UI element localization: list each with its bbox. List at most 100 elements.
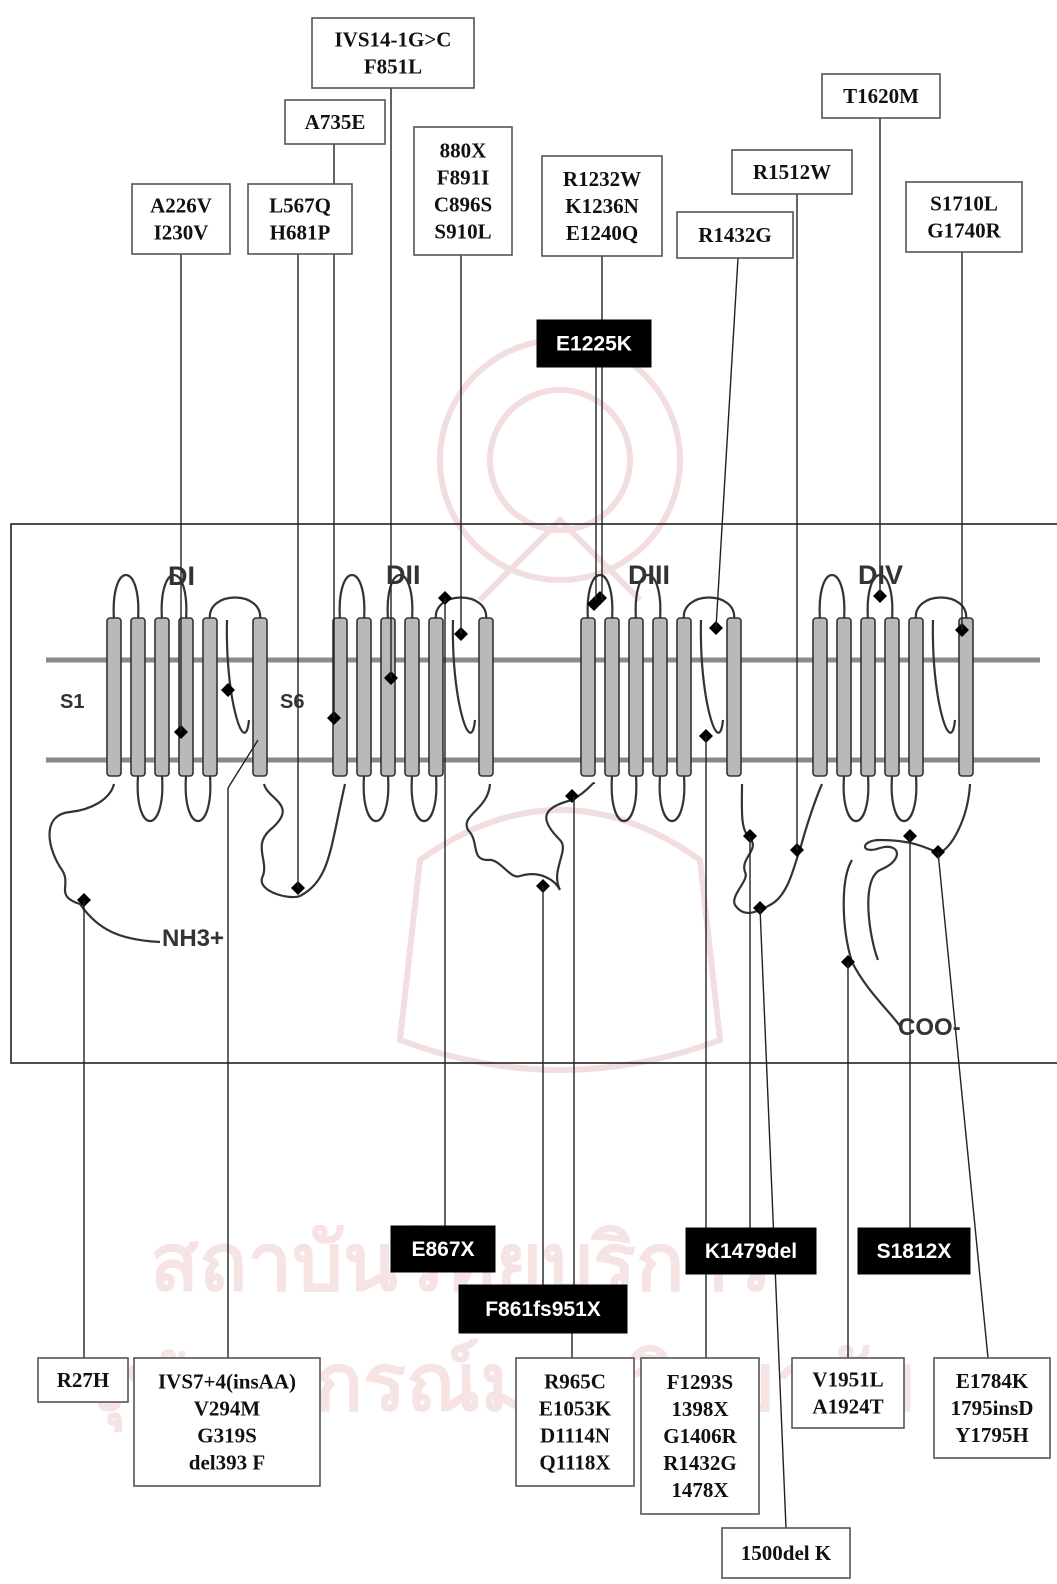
linker-diii-div — [734, 784, 822, 913]
mutation-label-t1620m: T1620M — [822, 74, 940, 118]
helix-loop — [820, 575, 845, 620]
mutation-label-s1812x: S1812X — [858, 1228, 970, 1274]
helix-loop — [340, 575, 365, 620]
segment-label-s1: S1 — [60, 691, 84, 713]
mutation-text: V294M — [194, 1397, 261, 1421]
mutation-text: 1398X — [671, 1397, 728, 1421]
mutation-text: E1225K — [556, 333, 632, 356]
mutation-text: G319S — [197, 1424, 257, 1448]
mutation-text: E1053K — [539, 1397, 612, 1421]
helix-loop — [364, 776, 389, 821]
mutation-text: E1784K — [956, 1369, 1029, 1393]
transmembrane-segment — [131, 618, 145, 776]
mutation-text: C896S — [434, 193, 492, 217]
mutation-text: F861fs951X — [485, 1298, 601, 1321]
mutation-text: T1620M — [843, 84, 919, 108]
helix-loop — [844, 776, 869, 821]
mutation-label-r1432g: R1432G — [677, 212, 793, 258]
mutation-text: R1232W — [563, 167, 641, 191]
mutation-label-f861fs: F861fs951X — [459, 1285, 627, 1333]
domain-label-di: DI — [168, 561, 195, 591]
p-loop — [933, 620, 955, 733]
mutation-text: 1500del K — [741, 1541, 832, 1565]
mutation-text: A1924T — [812, 1395, 883, 1419]
transmembrane-segment — [333, 618, 347, 776]
mutation-text: L567Q — [269, 194, 331, 218]
mutation-text: F1293S — [667, 1370, 734, 1394]
transmembrane-segment — [885, 618, 899, 776]
transmembrane-segment — [813, 618, 827, 776]
mutation-text: A226V — [150, 194, 212, 218]
transmembrane-segment — [581, 618, 595, 776]
mutation-text: K1479del — [705, 1240, 797, 1263]
transmembrane-segment — [155, 618, 169, 776]
c-terminus-label: COO- — [898, 1014, 961, 1041]
mutation-text: IVS14-1G>C — [335, 28, 452, 52]
mutation-text: 1795insD — [951, 1396, 1034, 1420]
helix-loop — [210, 598, 260, 621]
segment-label-s6: S6 — [280, 691, 304, 713]
mutation-text: G1406R — [663, 1424, 737, 1448]
transmembrane-segment — [107, 618, 121, 776]
transmembrane-segment — [405, 618, 419, 776]
mutation-label-a226v: A226V I230V — [132, 184, 230, 254]
transmembrane-segment — [605, 618, 619, 776]
transmembrane-segment — [479, 618, 493, 776]
helix-loop — [412, 776, 437, 821]
mutation-label-e1784k: E1784K1795insDY1795H — [934, 1358, 1050, 1458]
domain-label-dii: DII — [386, 560, 421, 590]
transmembrane-segment — [677, 618, 691, 776]
linker-di-dii — [262, 784, 345, 897]
mutation-text: R1432G — [698, 223, 772, 247]
transmembrane-segment — [727, 618, 741, 776]
leader-line — [938, 852, 988, 1358]
mutation-label-del1500: 1500del K — [722, 1528, 850, 1578]
mutation-label-a735e: A735E — [285, 100, 385, 144]
mutation-text: V1951L — [812, 1368, 883, 1392]
mutation-label-s1710l: S1710L G1740R — [906, 182, 1022, 252]
helix-loop — [892, 776, 917, 821]
mutation-text: H681P — [270, 221, 331, 245]
p-loop — [701, 620, 723, 733]
transmembrane-segment — [429, 618, 443, 776]
leader-line — [760, 908, 786, 1528]
transmembrane-helices — [107, 618, 973, 776]
helix-loop — [138, 776, 163, 821]
transmembrane-segment — [837, 618, 851, 776]
mutation-text: D1114N — [540, 1424, 610, 1448]
mutation-text: 1478X — [671, 1478, 728, 1502]
mutation-label-v1951l: V1951L A1924T — [792, 1358, 904, 1428]
transmembrane-segment — [629, 618, 643, 776]
mutation-text: S1710L — [930, 192, 998, 216]
helix-loop — [114, 575, 139, 620]
mutation-text: E1240Q — [566, 221, 638, 245]
mutation-text: I230V — [154, 221, 209, 245]
mutation-label-r1512w: R1512W — [732, 150, 852, 194]
mutation-text: S910L — [434, 220, 491, 244]
transmembrane-segment — [861, 618, 875, 776]
mutation-text: A735E — [305, 110, 366, 134]
domain-label-div: DIV — [858, 560, 903, 590]
transmembrane-segment — [203, 618, 217, 776]
transmembrane-segment — [653, 618, 667, 776]
mutation-text: 880X — [440, 139, 487, 163]
mutation-label-x880: 880X F891I C896S S910L — [414, 127, 512, 255]
helix-loop — [612, 776, 637, 821]
mutation-text: F891I — [437, 166, 490, 190]
transmembrane-segment — [357, 618, 371, 776]
n-terminus-label: NH3+ — [162, 925, 224, 952]
mutation-label-e1225k: E1225K — [537, 320, 651, 367]
transmembrane-segment — [959, 618, 973, 776]
transmembrane-segment — [909, 618, 923, 776]
helix-loop — [684, 598, 734, 621]
mutation-label-e867x: E867X — [391, 1226, 495, 1272]
mutation-text: IVS7+4(insAA) — [158, 1370, 296, 1394]
mutation-text: Q1118X — [539, 1451, 610, 1475]
mutation-site-marker — [221, 683, 235, 697]
helix-loop — [916, 598, 966, 621]
mutation-text: G1740R — [927, 219, 1001, 243]
